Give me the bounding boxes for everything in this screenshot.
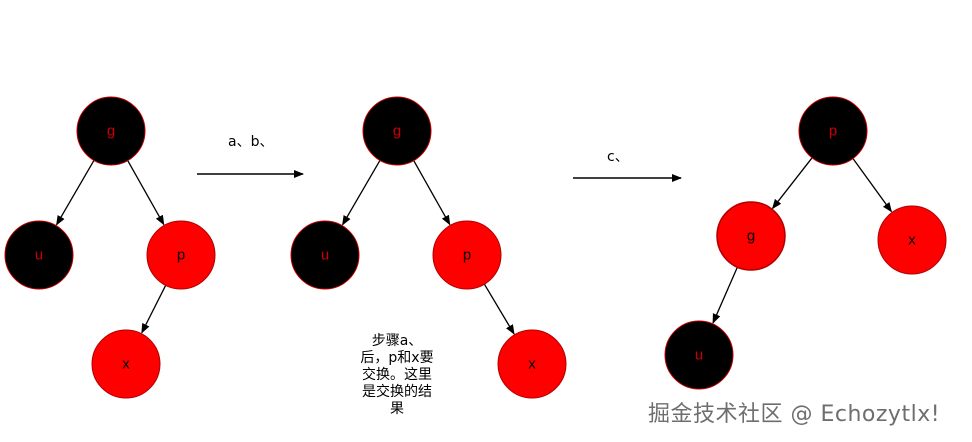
- tree3-node-label-x: x: [908, 232, 916, 249]
- tree3-node-circle-x: [877, 205, 947, 275]
- tree2-node-x: x: [497, 329, 567, 399]
- tree3-node-label-g: g: [747, 228, 755, 245]
- tree1-node-circle-x: [91, 329, 161, 399]
- tree2-node-circle-p: [432, 220, 502, 290]
- tree1-node-p: p: [146, 220, 216, 290]
- tree3-edge-g-u: [712, 266, 738, 324]
- tree3-node-p: p: [798, 96, 868, 166]
- step-label-c: c、: [607, 149, 629, 165]
- tree3-node-x: x: [877, 205, 947, 275]
- tree1-node-x: x: [91, 329, 161, 399]
- tree3-node-label-p: p: [829, 123, 837, 140]
- tree3-edge-p-g: [771, 157, 813, 210]
- tree1-node-label-p: p: [177, 247, 185, 264]
- tree3-node-circle-g: [716, 201, 786, 271]
- tree2-node-u: u: [290, 220, 360, 290]
- tree2-edge-p-x: [483, 283, 515, 335]
- tree1-node-label-x: x: [122, 356, 130, 373]
- tree2-node-circle-g: [362, 96, 432, 166]
- tree2-edge-g-p: [413, 160, 451, 226]
- tree3-node-label-u: u: [695, 347, 703, 364]
- tree2-node-circle-u: [290, 220, 360, 290]
- tree3-node-g: g: [716, 201, 786, 271]
- watermark: 掘金技术社区 @ Echozytlx!: [648, 402, 941, 427]
- step-label-ab: a、b、: [228, 134, 274, 150]
- tree1-edge-p-x: [141, 285, 167, 334]
- tree2-node-label-p: p: [463, 247, 471, 264]
- tree2-node-g: g: [362, 96, 432, 166]
- tree2-node-circle-x: [497, 329, 567, 399]
- step-caption: 步骤a、 后，p和x要 交换。这里 是交换的结 果: [360, 333, 434, 417]
- tree2-node-label-u: u: [321, 247, 329, 264]
- tree2-node-p: p: [432, 220, 502, 290]
- tree1-edge-g-u: [56, 160, 95, 226]
- tree3-node-circle-u: [664, 320, 734, 390]
- tree3-node-circle-p: [798, 96, 868, 166]
- tree1-node-label-u: u: [35, 247, 43, 264]
- tree1-node-u: u: [4, 220, 74, 290]
- tree2-node-label-g: g: [393, 123, 401, 140]
- tree1-node-circle-g: [76, 96, 146, 166]
- tree3-node-u: u: [664, 320, 734, 390]
- tree1-node-g: g: [76, 96, 146, 166]
- tree1-node-label-g: g: [107, 123, 115, 140]
- tree1-node-circle-u: [4, 220, 74, 290]
- tree1-node-circle-p: [146, 220, 216, 290]
- tree2-node-label-x: x: [528, 356, 536, 373]
- tree3-edge-p-x: [852, 158, 893, 213]
- tree2-edge-g-u: [342, 160, 381, 226]
- tree1-edge-g-p: [127, 160, 165, 226]
